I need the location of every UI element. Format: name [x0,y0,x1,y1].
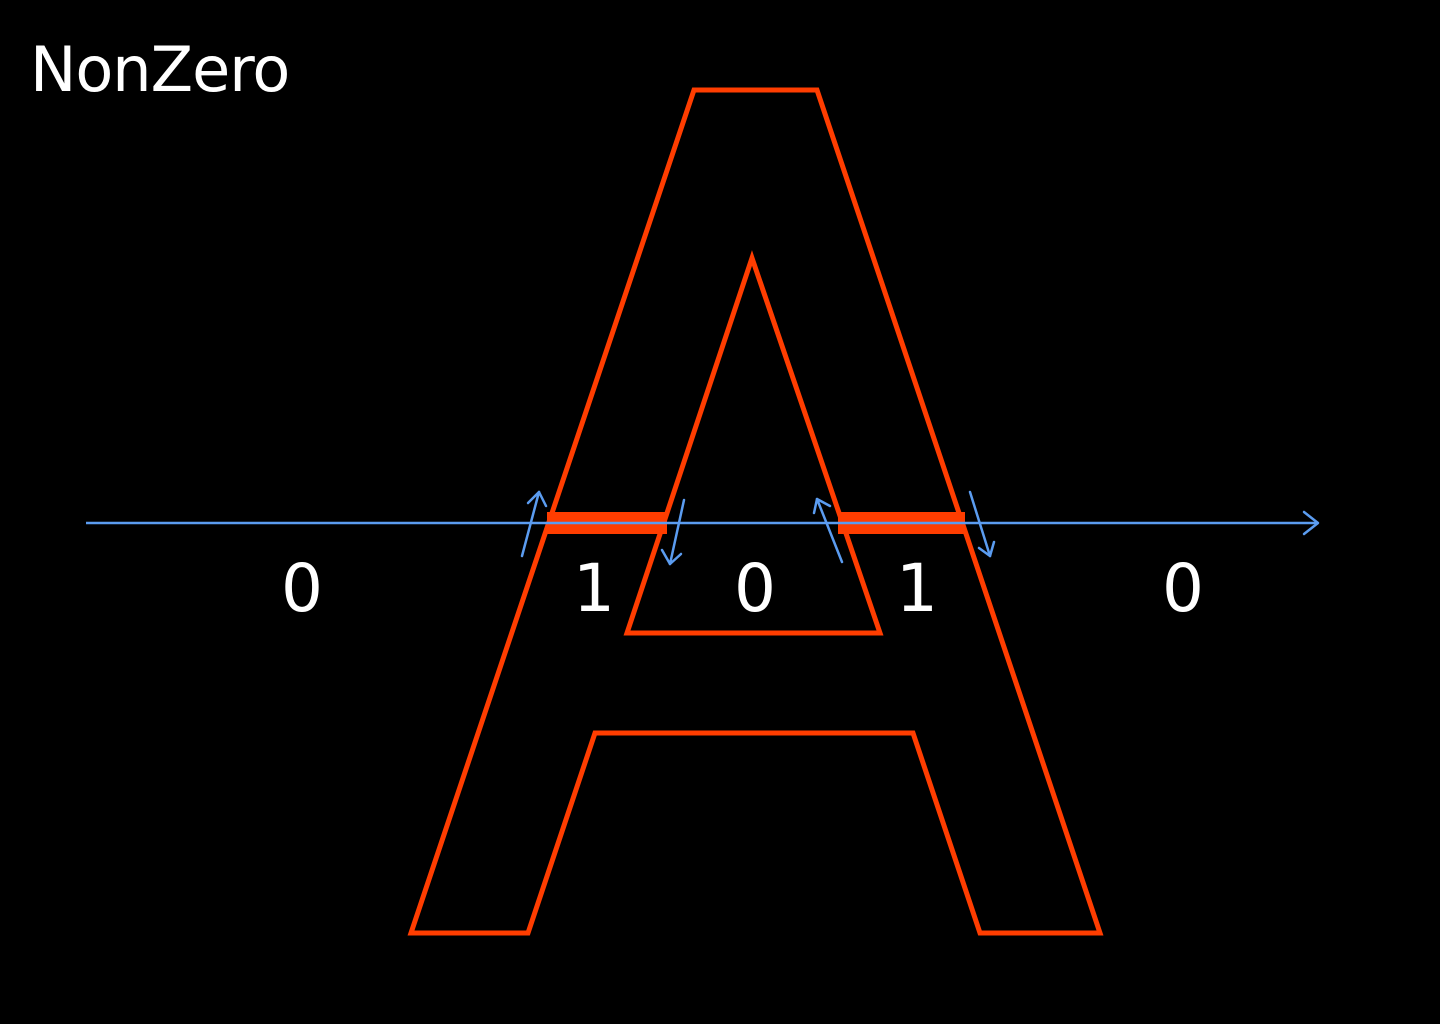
winding-label-outside-left: 0 [281,550,323,627]
diagram-title: NonZero [30,33,290,106]
test-ray [86,510,1320,536]
winding-label-left-leg: 1 [573,550,615,627]
winding-label-right-leg: 1 [896,550,938,627]
winding-label-outside-right: 0 [1162,550,1204,627]
glyph-inner-contour [623,250,884,636]
glyph-outer-contour [407,87,1104,936]
crossing-arrow-down-right-edge [968,490,996,558]
crossing-arrow-up-left-edge [520,490,548,558]
ray-arrowhead-icon [1302,510,1320,536]
crossing-arrow-up-right-counter [812,497,844,564]
winding-label-counter: 0 [734,550,776,627]
crossing-arrow-down-left-counter [660,498,686,566]
